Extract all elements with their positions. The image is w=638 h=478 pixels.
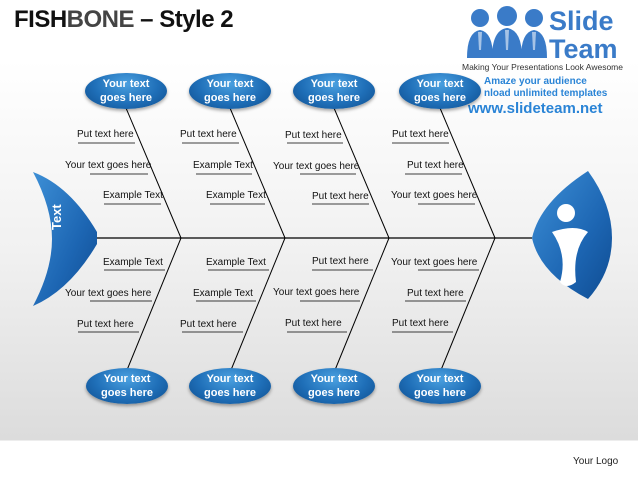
cause-label[interactable]: Your text goes here <box>273 287 360 298</box>
cause-label[interactable]: Your text goes here <box>65 160 152 171</box>
bone-bottom-2 <box>230 237 286 371</box>
title-part-style: – Style 2 <box>134 6 234 33</box>
cause-label[interactable]: Put text here <box>312 256 369 267</box>
title-part-bone: BONE <box>66 6 135 33</box>
bottom-category-pill-4[interactable]: Your text goes here <box>399 368 481 404</box>
cause-label[interactable]: Put text here <box>77 319 134 330</box>
promo-line-1: Amaze your audience <box>484 76 587 87</box>
people-icon <box>467 6 547 58</box>
logo-url: www.slideteam.net <box>468 100 603 117</box>
pill-text: Your text goes here <box>100 78 152 104</box>
cause-label[interactable]: Put text here <box>180 319 237 330</box>
bone-top-3 <box>333 107 390 239</box>
bone-top-1 <box>125 107 182 239</box>
pill-text: Your text goes here <box>308 78 360 104</box>
fish-gill <box>552 228 588 286</box>
slide-title: FISHBONE – Style 2 <box>14 6 234 34</box>
logo-word-slide: Slide <box>549 6 614 36</box>
cause-label[interactable]: Your text goes here <box>391 190 478 201</box>
tail-label: Text <box>49 204 64 230</box>
cause-label[interactable]: Your text goes here <box>273 161 360 172</box>
pill-text: Your text goes here <box>308 373 360 399</box>
fish-tail <box>33 172 97 306</box>
cause-label[interactable]: Example Text <box>206 257 266 268</box>
cause-label[interactable]: Your text goes here <box>391 257 478 268</box>
slideteam-logo: Slide Team Making Your Presentations Loo… <box>462 4 634 118</box>
cause-label[interactable]: Put text here <box>285 318 342 329</box>
bottom-category-pill-1[interactable]: Your text goes here <box>86 368 168 404</box>
top-category-pill-1[interactable]: Your text goes here <box>85 73 167 109</box>
cause-label[interactable]: Example Text <box>103 257 163 268</box>
top-category-pill-2[interactable]: Your text goes here <box>189 73 271 109</box>
bone-bottom-3 <box>334 237 390 371</box>
cause-label[interactable]: Put text here <box>312 191 369 202</box>
top-category-pill-4[interactable]: Your text goes here <box>399 73 481 109</box>
bottom-category-pill-2[interactable]: Your text goes here <box>189 368 271 404</box>
cause-label[interactable]: Your text goes here <box>65 288 152 299</box>
logo-word-team: Team <box>549 34 618 64</box>
footer-band <box>0 441 638 478</box>
cause-label[interactable]: Put text here <box>180 129 237 140</box>
pill-text: Your text goes here <box>101 373 153 399</box>
cause-label[interactable]: Put text here <box>407 160 464 171</box>
logo-tagline: Making Your Presentations Look Awesome <box>462 62 623 72</box>
bone-top-4 <box>439 107 496 239</box>
cause-label[interactable]: Put text here <box>285 130 342 141</box>
cause-label[interactable]: Example Text <box>193 160 253 171</box>
bone-bottom-4 <box>440 237 496 371</box>
cause-label[interactable]: Example Text <box>193 288 253 299</box>
pill-text: Your text goes here <box>204 78 256 104</box>
bone-top-2 <box>229 107 286 239</box>
bone-bottom-1 <box>126 237 182 371</box>
bottom-category-pill-3[interactable]: Your text goes here <box>293 368 375 404</box>
cause-label[interactable]: Put text here <box>407 288 464 299</box>
fish-eye <box>557 204 575 222</box>
pill-text: Your text goes here <box>204 373 256 399</box>
top-category-pill-3[interactable]: Your text goes here <box>293 73 375 109</box>
pill-text: Your text goes here <box>414 373 466 399</box>
cause-label[interactable]: Put text here <box>77 129 134 140</box>
cause-label[interactable]: Example Text <box>206 190 266 201</box>
pill-text: Your text goes here <box>414 78 466 104</box>
cause-label[interactable]: Example Text <box>103 190 163 201</box>
cause-label[interactable]: Put text here <box>392 318 449 329</box>
cause-label[interactable]: Put text here <box>392 129 449 140</box>
footer-logo-text: Your Logo <box>573 456 619 467</box>
promo-line-2: nload unlimited templates <box>484 88 608 99</box>
title-part-fish: FISH <box>14 6 67 33</box>
